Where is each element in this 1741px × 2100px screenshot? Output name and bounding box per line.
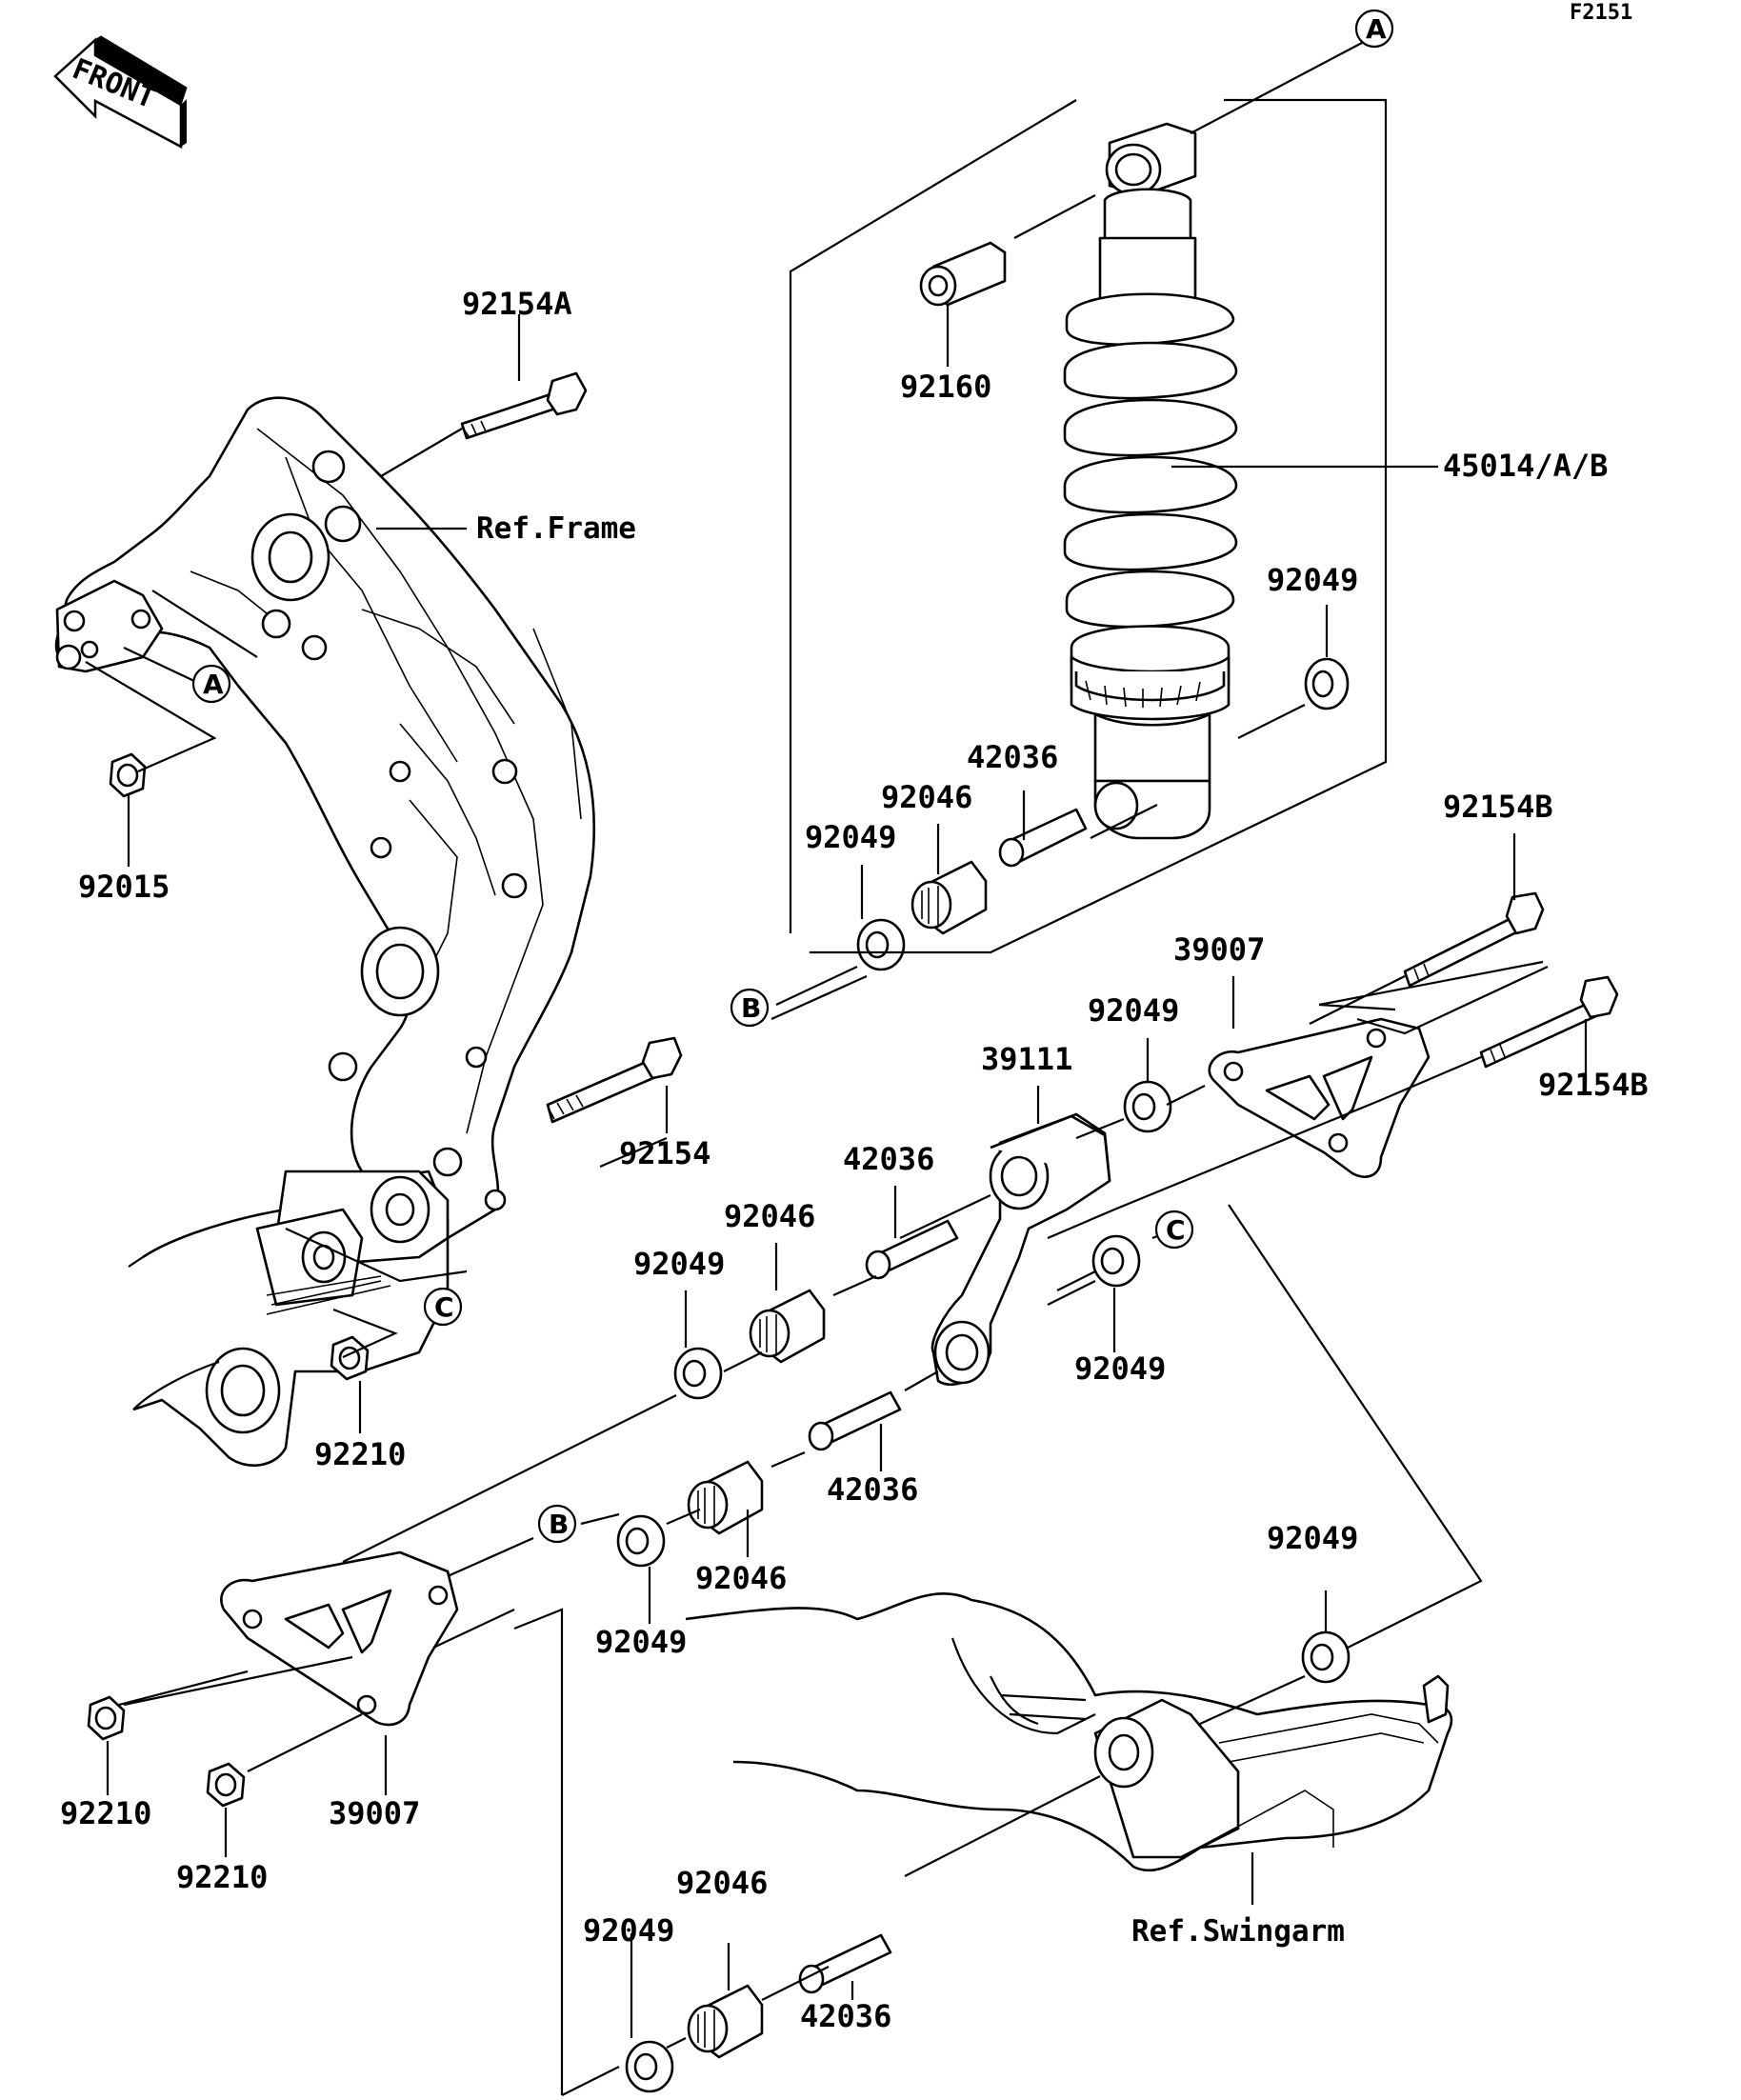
bottom-washer-92049 — [625, 2040, 674, 2093]
callout-92049-swing: 92049 — [1267, 1520, 1358, 1556]
marker-a-top-label: A — [1366, 13, 1387, 45]
nut-92210-lower-a — [87, 1695, 126, 1741]
callout-92046-shock: 92046 — [881, 779, 972, 815]
rod-washer-right — [1091, 1234, 1141, 1288]
rocker-arm-39111-drawing — [931, 1112, 1111, 1386]
callout-92049-rod-right: 92049 — [1074, 1350, 1166, 1387]
bottom-sleeve-42036 — [798, 1933, 892, 1994]
callout-42036-rod-low: 42036 — [827, 1471, 918, 1508]
bottom-bearing-92046 — [687, 1984, 764, 2059]
rod-washer-top — [1123, 1080, 1172, 1133]
marker-b-shock-label: B — [741, 992, 761, 1024]
mid-washer-92049 — [673, 1347, 723, 1400]
tie-plate-39007-left — [220, 1550, 459, 1727]
callout-ref-swingarm: Ref.Swingarm — [1131, 1914, 1345, 1949]
callout-92210-lower-a: 92210 — [60, 1795, 151, 1831]
bolt-92154A — [460, 371, 588, 440]
marker-b-shock: B — [730, 988, 770, 1028]
callout-92210-lower-b: 92210 — [176, 1859, 268, 1895]
callout-92049-rod-top: 92049 — [1088, 992, 1179, 1029]
callout-42036-shock: 42036 — [967, 739, 1058, 775]
rod-low-washer-92049 — [616, 1514, 666, 1568]
callout-92015: 92015 — [78, 869, 170, 905]
shock-sleeve-42036 — [998, 808, 1088, 868]
nut-92015 — [109, 752, 147, 798]
callout-92046-mid: 92046 — [724, 1198, 815, 1234]
marker-a-frame: A — [191, 664, 231, 704]
marker-a-top: A — [1354, 9, 1394, 49]
callout-92049-bottom: 92049 — [583, 1912, 674, 1949]
nut-92210-upper — [330, 1335, 370, 1381]
shock-absorber-drawing — [1063, 122, 1238, 840]
rod-low-bearing-92046 — [687, 1460, 764, 1535]
callout-92154B-lower: 92154B — [1538, 1067, 1649, 1103]
callout-39007-right: 39007 — [1173, 931, 1265, 968]
callout-45014: 45014/A/B — [1443, 448, 1608, 484]
front-arrow-icon: FRONT — [53, 35, 188, 150]
rod-low-sleeve-42036 — [808, 1390, 902, 1451]
callout-39111: 39111 — [981, 1041, 1072, 1077]
shock-washer-left — [856, 918, 906, 971]
marker-c-frame: C — [423, 1287, 463, 1327]
callout-92154B-upper: 92154B — [1443, 789, 1553, 825]
callout-92049-shock: 92049 — [1267, 562, 1358, 598]
mid-bearing-92046 — [749, 1289, 826, 1364]
mid-sleeve-42036 — [865, 1219, 959, 1280]
marker-b-mid: B — [537, 1504, 577, 1544]
marker-b-mid-label: B — [549, 1509, 569, 1540]
callout-92210-upper: 92210 — [314, 1436, 406, 1472]
shock-bearing-92046 — [911, 860, 988, 935]
callout-92154A: 92154A — [462, 286, 572, 322]
callout-92049-rod-low: 92049 — [595, 1624, 687, 1660]
swingarm-drawing — [685, 1591, 1453, 1872]
collar-92160-drawing — [919, 241, 1007, 307]
callout-92046-rod-low: 92046 — [695, 1560, 787, 1596]
callout-92049-shock-left: 92049 — [805, 819, 896, 855]
shock-washer-92049 — [1304, 657, 1350, 710]
tie-plate-39007-right — [1208, 1017, 1431, 1178]
callout-ref-frame: Ref.Frame — [476, 511, 636, 546]
marker-a-frame-label: A — [203, 669, 224, 700]
callout-92160: 92160 — [900, 369, 991, 405]
nut-92210-lower-b — [206, 1762, 246, 1808]
shock-spring — [1063, 292, 1238, 688]
bolt-92154 — [546, 1036, 683, 1124]
callout-92049-mid: 92049 — [633, 1246, 725, 1282]
frame-drawing — [54, 396, 595, 1467]
bolt-92154B-upper — [1403, 891, 1545, 988]
callout-42036-mid: 42036 — [843, 1141, 934, 1177]
marker-c-frame-label: C — [434, 1291, 454, 1323]
bolt-92154B-lower — [1479, 975, 1619, 1069]
figure-code: F2151 — [1570, 1, 1632, 25]
callout-92046-bottom: 92046 — [676, 1865, 768, 1901]
callout-39007-left: 39007 — [329, 1795, 420, 1831]
callout-42036-bottom: 42036 — [800, 1998, 891, 2034]
callout-92154: 92154 — [619, 1135, 710, 1171]
swing-washer-92049 — [1301, 1630, 1351, 1684]
marker-c-rod-label: C — [1166, 1214, 1186, 1246]
marker-c-rod: C — [1154, 1210, 1194, 1250]
